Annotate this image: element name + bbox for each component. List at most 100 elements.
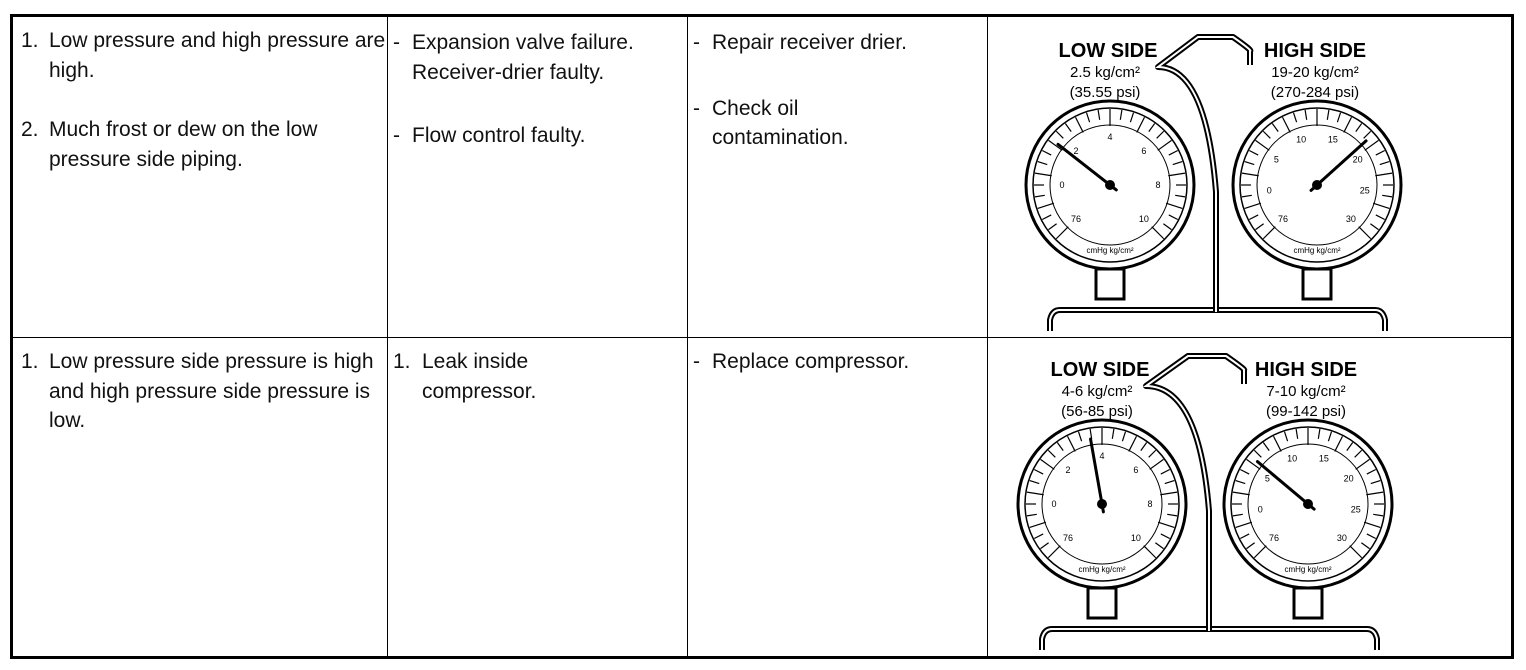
gauge-tick-label: 10 <box>1131 533 1141 543</box>
item-dash: - <box>693 96 700 120</box>
item-dash: - <box>693 31 700 54</box>
troubleshooting-table: 1. Low pressure and high pressure are hi… <box>10 14 1514 659</box>
low-side-label: LOW SIDE <box>1059 40 1158 62</box>
gauge-scale-tick <box>1364 139 1379 151</box>
gauge-units-label: cmHg kg/cm² <box>1284 565 1331 574</box>
condition-item: 1. Low pressure side pressure is high an… <box>21 347 387 436</box>
gauge-scale-tick <box>1048 139 1063 151</box>
gauge-scale-tick <box>1034 468 1044 475</box>
item-text: Expansion valve failure. Receiver-drier … <box>412 31 634 84</box>
gauge-scale-tick <box>1151 226 1165 240</box>
gauge-tick-label: 76 <box>1269 533 1279 543</box>
gauge-tick-label: 30 <box>1346 214 1356 224</box>
manifold-base-bar-highlight <box>1041 628 1378 650</box>
gauge-scale-tick <box>1255 223 1264 231</box>
gauge-tick-label: 30 <box>1337 533 1347 543</box>
gauge-scale-tick <box>1048 223 1057 231</box>
gauge-scale-tick <box>1037 202 1055 210</box>
gauge-scale-tick <box>1379 160 1390 166</box>
gauge-scale-tick <box>1155 542 1164 550</box>
gauge-scale-tick <box>1349 545 1363 559</box>
gauge-tick-label: 4 <box>1099 451 1104 461</box>
gauge-tick-label: 15 <box>1328 135 1338 145</box>
gauge-units-label: cmHg kg/cm² <box>1078 565 1125 574</box>
gauge-scale-tick <box>1172 160 1183 166</box>
gauge-tick-label: 10 <box>1296 135 1306 145</box>
item-text: Flow control faulty. <box>412 124 586 147</box>
table-row: 1. Low pressure side pressure is high an… <box>11 337 1513 658</box>
gauge-scale-tick <box>1255 139 1270 151</box>
gauge-scale-tick <box>1253 545 1267 559</box>
gauge-scale-tick <box>1244 160 1255 166</box>
high-side-label: HIGH SIDE <box>1255 359 1357 381</box>
cause-item: 1. Leak inside compressor. <box>393 347 681 406</box>
remedy-cell: - Repair receiver drier. - Check oil con… <box>687 15 988 338</box>
high-side-reading: 7-10 kg/cm² <box>1266 383 1345 400</box>
gauge-tick-label: 5 <box>1265 473 1270 483</box>
gauge-tick-label: 76 <box>1063 533 1073 543</box>
condition-item: 2. Much frost or dew on the low pressure… <box>21 115 387 174</box>
manifold-base-bar <box>1039 626 1380 650</box>
gauge-scale-tick <box>1271 123 1279 132</box>
gauge-scale-tick <box>1042 149 1052 156</box>
gauge-scale-tick <box>1149 458 1164 470</box>
low-side-reading: 4-6 kg/cm² <box>1062 383 1133 400</box>
gauge-scale-tick <box>1040 542 1049 550</box>
gauge-dial-face <box>1024 426 1180 582</box>
gauge-scale-tick <box>1366 468 1376 475</box>
item-number: 1. <box>21 350 39 373</box>
gauge-scale-tick <box>1334 436 1344 452</box>
gauge-scale-tick <box>1292 112 1298 123</box>
item-text: Much frost or dew on the low pressure si… <box>49 118 318 171</box>
gauge-tick-label: 0 <box>1059 180 1064 190</box>
gauge-scale-tick <box>1355 458 1370 470</box>
cause-item: - Expansion valve failure. Receiver-drie… <box>393 28 681 87</box>
gauge-tick-label: 0 <box>1258 504 1263 514</box>
gauge-needle-hub <box>1312 180 1322 190</box>
gauge-scale-tick <box>1034 194 1045 198</box>
gauge-stem <box>1086 586 1118 620</box>
gauge-units-label: cmHg kg/cm² <box>1086 246 1133 255</box>
gauge-tick-label: 20 <box>1353 154 1363 164</box>
gauge-dial-face <box>1239 107 1395 263</box>
gauge-scale-tick <box>1055 226 1069 240</box>
gauge-stem <box>1292 586 1324 620</box>
gauge-tick-label: 8 <box>1147 499 1152 509</box>
gauge-scale-tick <box>1336 112 1342 123</box>
gauge-scale-tick <box>1163 223 1172 231</box>
item-dash: - <box>393 124 400 147</box>
gauge-scale-tick <box>1055 130 1064 139</box>
gauge-tick-label: 0 <box>1267 185 1272 195</box>
gauge-scale-tick <box>1372 202 1390 210</box>
gauge-scale-tick <box>1327 431 1333 442</box>
gauge-scale-tick <box>1326 109 1330 120</box>
gauge-scale-tick <box>1235 479 1246 485</box>
gauge-scale-tick <box>1156 130 1165 139</box>
gauge-scale-tick <box>1164 479 1175 485</box>
gauge-scale-tick <box>1047 449 1056 458</box>
gauge-scale-tick <box>1085 112 1091 123</box>
gauge-scale-tick <box>1136 117 1146 133</box>
gauge-tick-label: 76 <box>1278 214 1288 224</box>
gauge-scale-tick <box>1026 491 1044 496</box>
gauge-scale-tick <box>1272 436 1282 452</box>
gauge-scale-tick <box>1064 123 1072 132</box>
gauge-scale-tick <box>1029 521 1047 529</box>
condition-cell: 1. Low pressure and high pressure are hi… <box>11 15 388 338</box>
gauge-scale-tick <box>1167 513 1178 517</box>
gauge-tick-label: 25 <box>1360 185 1370 195</box>
high-side-label: HIGH SIDE <box>1264 40 1366 62</box>
remedy-item: - Replace compressor. <box>693 347 981 377</box>
item-dash: - <box>393 31 400 54</box>
low-side-psi: (56-85 psi) <box>1061 403 1133 420</box>
gauge-tick-label: 6 <box>1141 146 1146 156</box>
gauge-tick-label: 2 <box>1074 146 1079 156</box>
gauge-scale-tick <box>1157 139 1172 151</box>
table-row: 1. Low pressure and high pressure are hi… <box>11 15 1513 338</box>
gauge-scale-tick <box>1168 172 1186 177</box>
gauge-scale-tick <box>1240 468 1250 475</box>
manifold-base-bar <box>1047 307 1388 331</box>
condition-item: 1. Low pressure and high pressure are hi… <box>21 26 387 85</box>
